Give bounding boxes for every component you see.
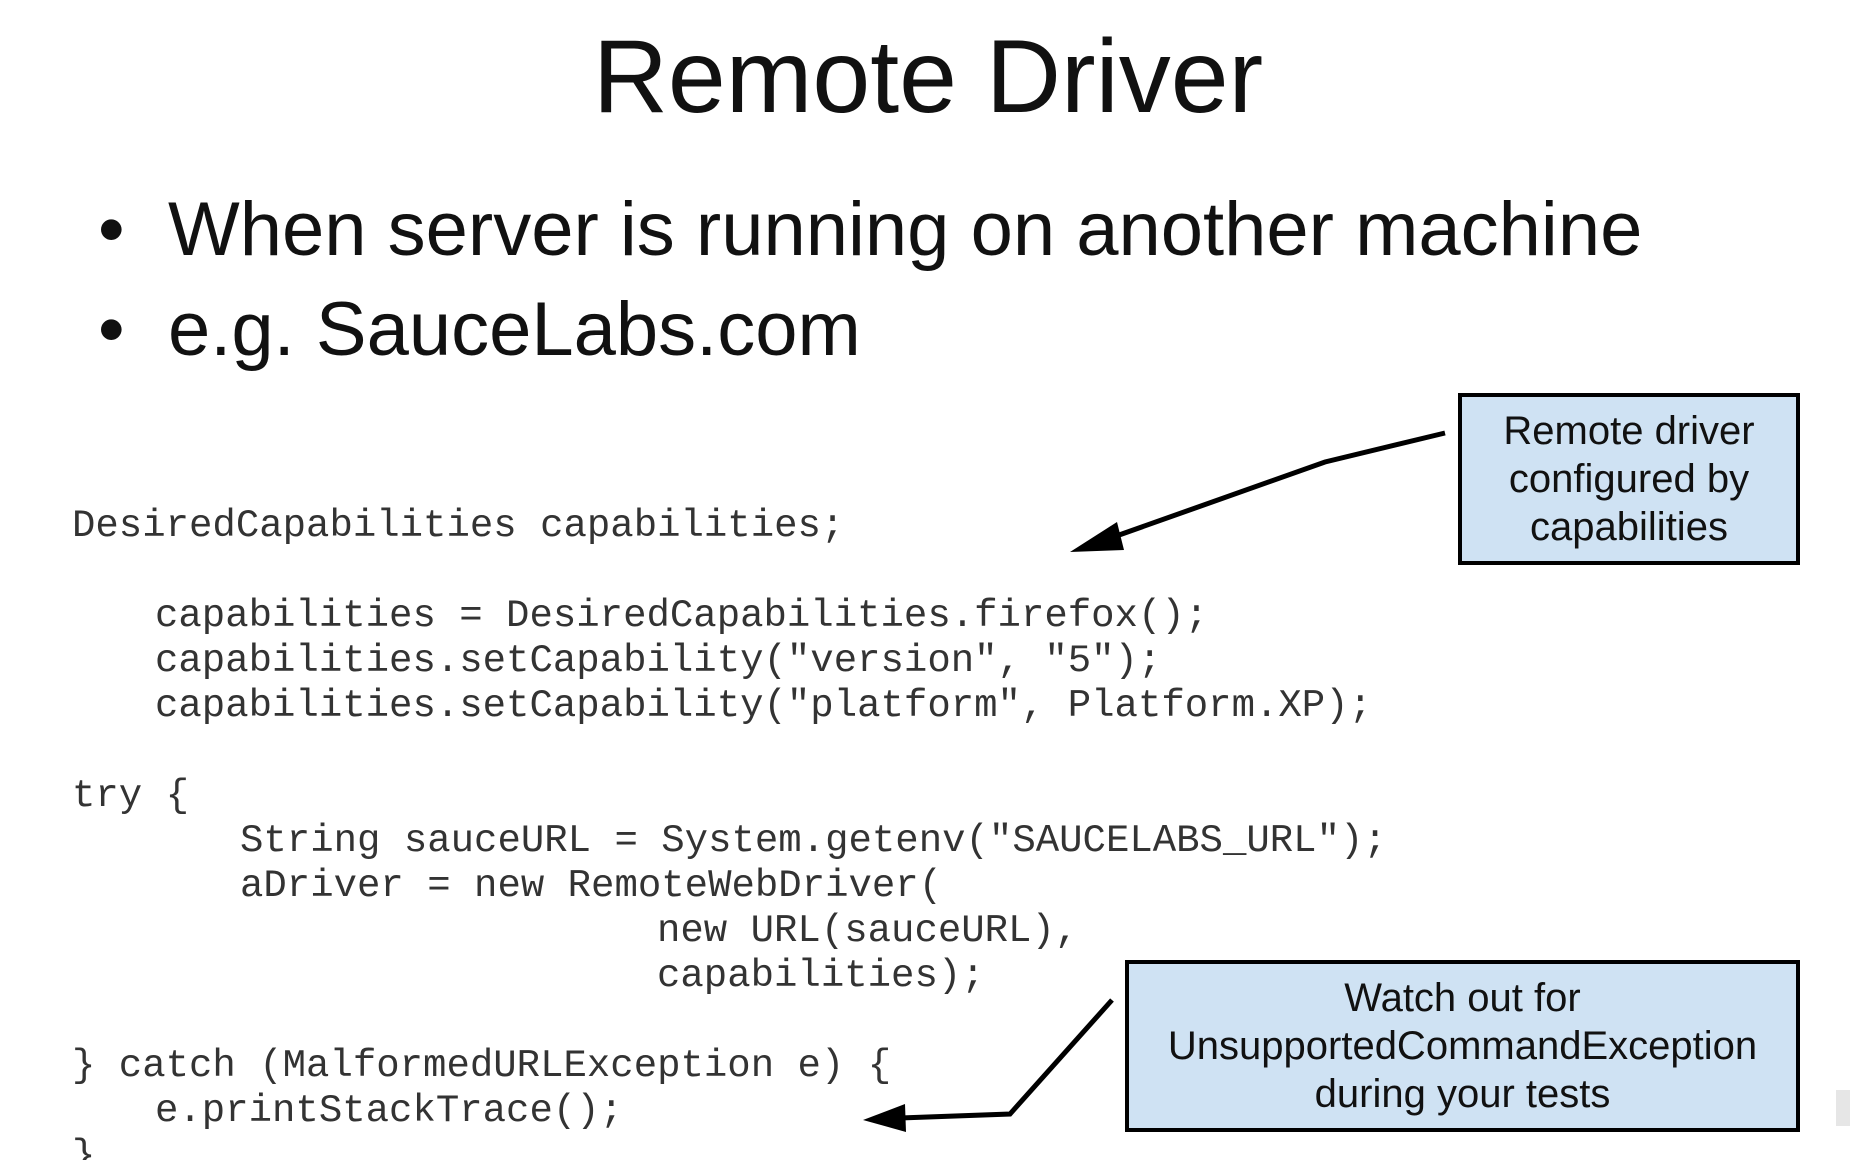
scrollbar-thumb <box>1836 1090 1850 1126</box>
code-line: new URL(sauceURL), <box>657 909 1079 953</box>
code-line: capabilities.setCapability("platform", P… <box>155 684 1372 728</box>
bullet-text: e.g. SauceLabs.com <box>168 287 861 372</box>
code-line: } catch (MalformedURLException e) { <box>72 1044 892 1088</box>
code-line: capabilities = DesiredCapabilities.firef… <box>155 594 1209 638</box>
bullet-text: When server is running on another machin… <box>168 187 1643 272</box>
code-line: capabilities); <box>657 954 985 998</box>
callout-capabilities: Remote driver configured by capabilities <box>1458 393 1800 565</box>
code-line: } <box>72 1134 96 1160</box>
bullet-item: • e.g. SauceLabs.com <box>98 286 861 373</box>
bullet-item: • When server is running on another machi… <box>98 186 1642 273</box>
bullet-dot-icon: • <box>98 287 125 372</box>
callout-line: configured by <box>1508 457 1750 501</box>
callout-exception: Watch out for UnsupportedCommandExceptio… <box>1125 960 1800 1132</box>
code-line: e.printStackTrace(); <box>155 1089 624 1133</box>
callout-line: Watch out for <box>1344 976 1581 1020</box>
code-line: DesiredCapabilities capabilities; <box>72 504 845 548</box>
callout-line: capabilities <box>1530 505 1728 549</box>
code-line: aDriver = new RemoteWebDriver( <box>240 864 943 908</box>
callout-line: UnsupportedCommandException <box>1167 1024 1758 1068</box>
callout-line: Remote driver <box>1503 409 1755 453</box>
bullet-dot-icon: • <box>98 187 125 272</box>
callout-line: during your tests <box>1314 1072 1611 1116</box>
code-line: try { <box>72 774 190 818</box>
code-line: capabilities.setCapability("version", "5… <box>155 639 1162 683</box>
code-line: String sauceURL = System.getenv("SAUCELA… <box>240 819 1387 863</box>
arrow-exception-icon <box>863 998 1114 1132</box>
slide-title: Remote Driver <box>592 19 1264 135</box>
arrow-capabilities-icon <box>1070 430 1446 552</box>
